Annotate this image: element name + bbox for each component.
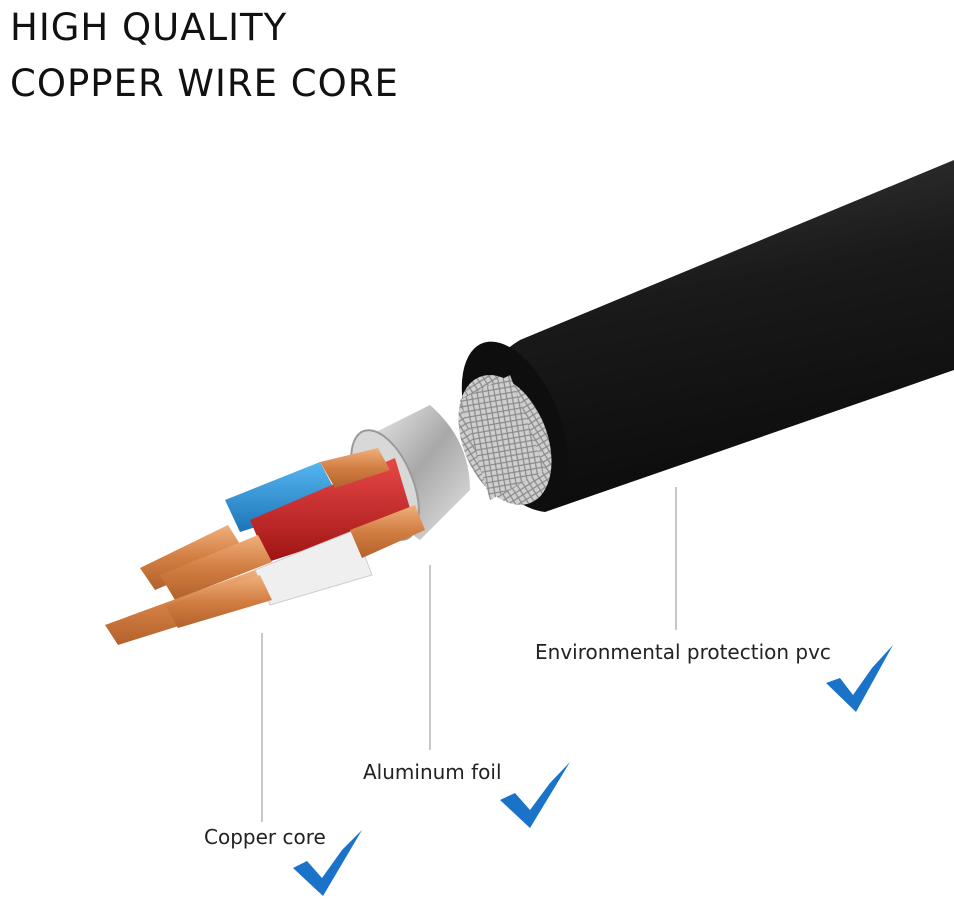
checkmark-icon [826, 645, 893, 712]
checkmark-icon [293, 830, 362, 896]
checkmark-icon [500, 762, 570, 828]
aluminum-foil-label: Aluminum foil [363, 760, 502, 784]
callout-lines [261, 487, 677, 822]
copper-core-label: Copper core [204, 825, 326, 849]
conductors [105, 448, 425, 645]
braid-shield [458, 375, 552, 505]
headline-line-1: HIGH QUALITY [10, 6, 288, 49]
pvc-label: Environmental protection pvc [535, 640, 831, 664]
headline: HIGH QUALITY COPPER WIRE CORE [10, 0, 399, 112]
headline-line-2: COPPER WIRE CORE [10, 62, 399, 105]
